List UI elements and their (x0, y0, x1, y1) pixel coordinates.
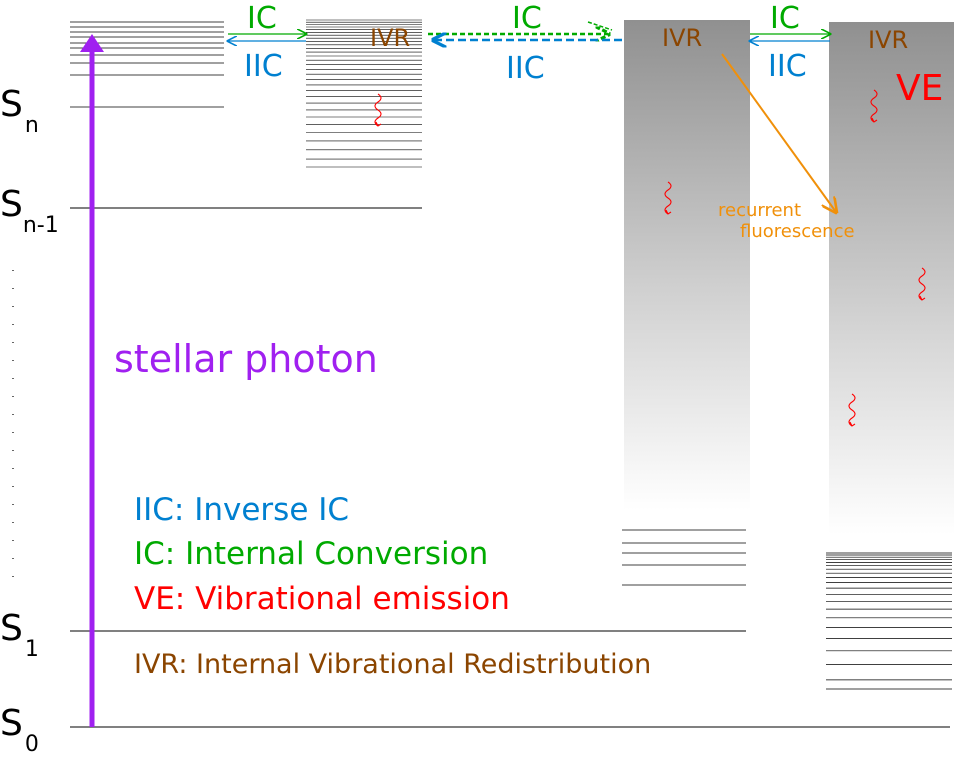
column2-levels (306, 19, 422, 168)
ic-label-1: IC (247, 1, 277, 36)
s0-label: S0 (0, 703, 39, 757)
wavy-emission-arrows (374, 89, 926, 427)
ivr-label-3: IVR (868, 26, 908, 54)
iic-label-3: IIC (768, 49, 807, 84)
s1-label: S1 (0, 608, 39, 662)
photon-arrow (80, 34, 104, 727)
stellar-photon-label: stellar photon (114, 337, 378, 381)
ic-label-2: IC (512, 1, 542, 36)
legend-ve: VE: Vibrational emission (134, 581, 510, 617)
ivr-label-1: IVR (370, 24, 410, 52)
column3-levels (622, 529, 746, 586)
ic-arrow-2-curve (587, 21, 613, 31)
legend-iic: IIC: Inverse IC (134, 492, 349, 528)
ic-label-3: IC (770, 1, 800, 36)
ivr-label-2: IVR (662, 24, 702, 52)
hot-band-3 (624, 20, 750, 510)
column1-levels (70, 21, 224, 108)
recurrent-fluorescence-arrow (721, 53, 836, 212)
sn1-label: Sn-1 (0, 184, 59, 238)
legend-ic: IC: Internal Conversion (134, 536, 488, 572)
iic-label-1: IIC (244, 49, 283, 84)
hot-band-4 (829, 22, 954, 562)
sn-label: Sn (0, 84, 39, 138)
ve-label: VE (896, 68, 943, 109)
column4-levels (826, 552, 952, 690)
legend-ivr: IVR: Internal Vibrational Redistribution (134, 649, 651, 680)
recurrent-fluorescence-label: recurrent fluorescence (718, 200, 855, 242)
iic-label-2: IIC (506, 51, 545, 86)
